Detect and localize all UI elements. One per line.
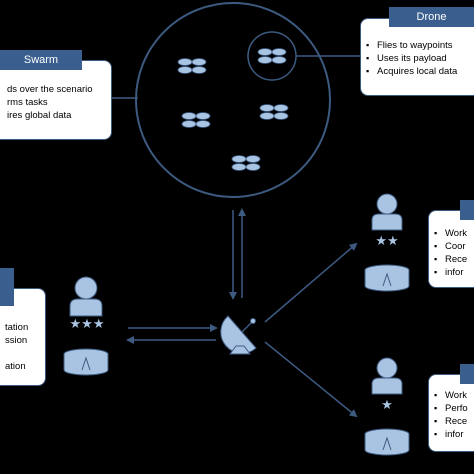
swarm-item: rms tasks xyxy=(7,97,48,108)
drone-title: Drone xyxy=(389,7,474,27)
left-operator-item: tation xyxy=(5,322,29,333)
single-drone-circle xyxy=(247,31,297,81)
swarm-item: ds over the scenario xyxy=(7,84,93,95)
operator-right-top xyxy=(364,193,410,292)
swarm-area-circle xyxy=(135,2,331,198)
right-top-item: Rece xyxy=(434,253,474,266)
right-bottom-item: Work xyxy=(434,389,474,402)
right-top-item: infor xyxy=(434,266,474,279)
drone-icon xyxy=(257,48,287,64)
right-bottom-item: Perfo xyxy=(434,402,474,415)
right-top-item: Coor xyxy=(434,240,474,253)
right-bottom-operator-card: Work Perfo Rece infor xyxy=(428,374,474,452)
left-operator-tag xyxy=(0,268,14,306)
arrow-to-bottom-operator xyxy=(264,341,358,418)
drone-icon xyxy=(177,58,207,74)
right-top-item: Work xyxy=(434,227,474,240)
drone-card: Flies to waypoints Uses its payload Acqu… xyxy=(360,18,474,96)
drone-icon xyxy=(231,155,261,171)
stars-right-bottom: ★ xyxy=(381,397,393,412)
right-bottom-item: Rece xyxy=(434,415,474,428)
drone-item: Flies to waypoints xyxy=(366,39,474,52)
right-bottom-operator-tag xyxy=(460,364,474,384)
left-operator-item: ation xyxy=(5,361,26,372)
drone-item: Acquires local data xyxy=(366,65,474,78)
right-bottom-item: infor xyxy=(434,428,474,441)
drone-icon xyxy=(259,104,289,120)
drone-icon xyxy=(181,112,211,128)
arrow-to-top-operator xyxy=(264,242,358,323)
right-top-operator-tag xyxy=(460,200,474,220)
drone-item: Uses its payload xyxy=(366,52,474,65)
stars-left: ★★★ xyxy=(69,316,105,331)
operator-left xyxy=(63,276,109,376)
left-operator-item: ssion xyxy=(5,335,28,346)
stars-right-top: ★★ xyxy=(375,233,399,248)
swarm-item: ires global data xyxy=(7,110,72,121)
satellite-antenna-icon xyxy=(220,315,257,355)
swarm-title: Swarm xyxy=(0,50,82,70)
right-top-operator-card: Work Coor Rece infor xyxy=(428,210,474,288)
operator-right-bottom xyxy=(364,357,410,456)
swarm-card: ds over the scenario rms tasks ires glob… xyxy=(0,60,112,140)
